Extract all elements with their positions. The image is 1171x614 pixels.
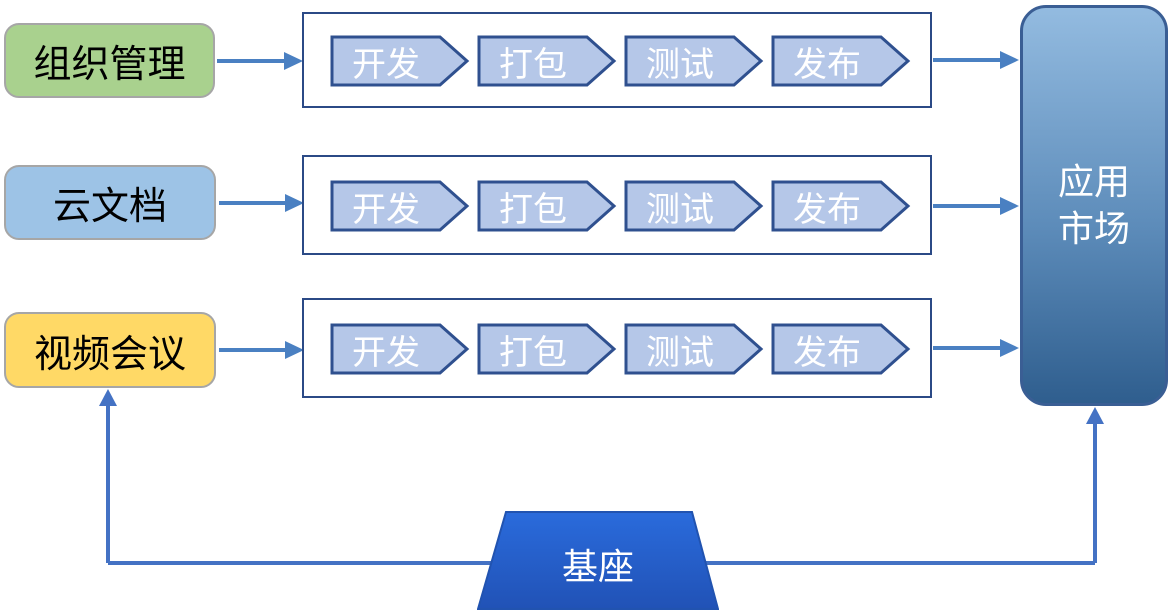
source-box-meeting-label: 视频会议	[33, 333, 186, 376]
stage-release-label: 发布	[793, 333, 861, 372]
stage-package: 打包	[477, 323, 617, 375]
source-box-org-label: 组织管理	[33, 44, 186, 86]
arrow-org-to-pipeline1	[217, 52, 303, 70]
trapezoid-shape	[477, 511, 719, 610]
chevron-shape	[477, 35, 617, 87]
stage-package-label: 打包	[499, 190, 567, 229]
arrow-pipeline3-to-market	[933, 339, 1019, 357]
chevron-shape	[330, 323, 470, 375]
arrow-pipeline2-to-market	[933, 197, 1019, 215]
stage-test: 测试	[624, 180, 764, 232]
stage-develop: 开发	[330, 180, 470, 232]
stage-release-label: 发布	[793, 190, 861, 229]
base-trapezoid: 基座	[477, 511, 719, 611]
stage-develop-label: 开发	[352, 45, 420, 84]
source-box-docs: 云文档	[4, 165, 216, 240]
chevron-shape	[624, 35, 764, 87]
base-label: 基座	[561, 546, 634, 587]
source-box-docs-label: 云文档	[52, 186, 167, 228]
stage-release: 发布	[771, 323, 911, 375]
arrow-pipeline1-to-market	[933, 51, 1019, 69]
app-market-label-line2: 市场	[1057, 207, 1130, 249]
stage-release: 发布	[771, 35, 911, 87]
arrow-docs-to-pipeline2	[219, 194, 304, 212]
stage-develop: 开发	[330, 323, 470, 375]
chevron-shape	[771, 35, 911, 87]
app-market-label-line1: 应用	[1057, 160, 1130, 202]
chevron-shape	[771, 180, 911, 232]
stage-develop-label: 开发	[352, 190, 420, 229]
stage-test: 测试	[624, 323, 764, 375]
chevron-shape	[477, 180, 617, 232]
app-market-box: 应用 市场	[1020, 5, 1168, 406]
stage-test: 测试	[624, 35, 764, 87]
pipeline-row-2: 开发 打包 测试 发布	[302, 155, 932, 255]
stage-test-label: 测试	[646, 190, 714, 229]
stage-package: 打包	[477, 180, 617, 232]
chevron-shape	[771, 323, 911, 375]
stage-release: 发布	[771, 180, 911, 232]
stage-package-label: 打包	[499, 45, 567, 84]
stage-package: 打包	[477, 35, 617, 87]
chevron-shape	[330, 35, 470, 87]
stage-test-label: 测试	[646, 333, 714, 372]
chevron-shape	[624, 323, 764, 375]
stage-release-label: 发布	[793, 45, 861, 84]
stage-package-label: 打包	[499, 333, 567, 372]
pipeline-row-3: 开发 打包 测试 发布	[302, 298, 932, 398]
arrow-meeting-to-pipeline3	[219, 341, 304, 359]
chevron-shape	[624, 180, 764, 232]
chevron-shape	[330, 180, 470, 232]
stage-develop: 开发	[330, 35, 470, 87]
chevron-shape	[477, 323, 617, 375]
stage-develop-label: 开发	[352, 333, 420, 372]
source-box-meeting: 视频会议	[4, 312, 216, 388]
stage-test-label: 测试	[646, 45, 714, 84]
pipeline-row-1: 开发 打包 测试 发布	[302, 12, 932, 108]
source-box-org: 组织管理	[4, 23, 215, 98]
